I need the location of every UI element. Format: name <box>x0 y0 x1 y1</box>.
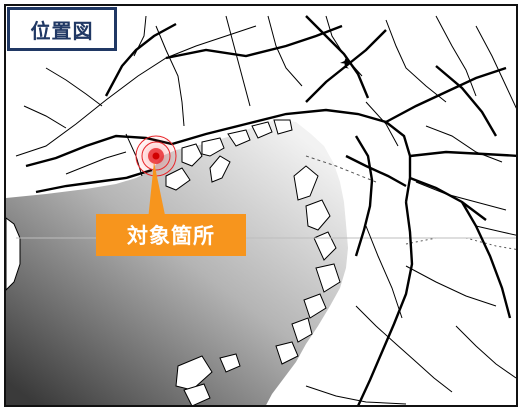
airport-icon <box>340 57 352 69</box>
port-piers <box>165 119 341 405</box>
major-roads <box>25 15 516 405</box>
map-title-box: 位置図 <box>7 7 117 51</box>
prefecture-boundary <box>405 237 516 250</box>
sea-area <box>6 119 348 405</box>
callout-pointer <box>148 162 166 220</box>
map-title: 位置図 <box>30 18 94 43</box>
target-callout-label: 対象箇所 <box>127 224 215 248</box>
location-map <box>4 4 518 407</box>
west-landmass <box>6 217 21 291</box>
target-location-marker <box>134 134 178 178</box>
minor-roads <box>15 15 516 405</box>
municipal-boundary <box>305 155 377 183</box>
map-graphic <box>6 15 516 405</box>
target-callout: 対象箇所 <box>96 214 246 256</box>
